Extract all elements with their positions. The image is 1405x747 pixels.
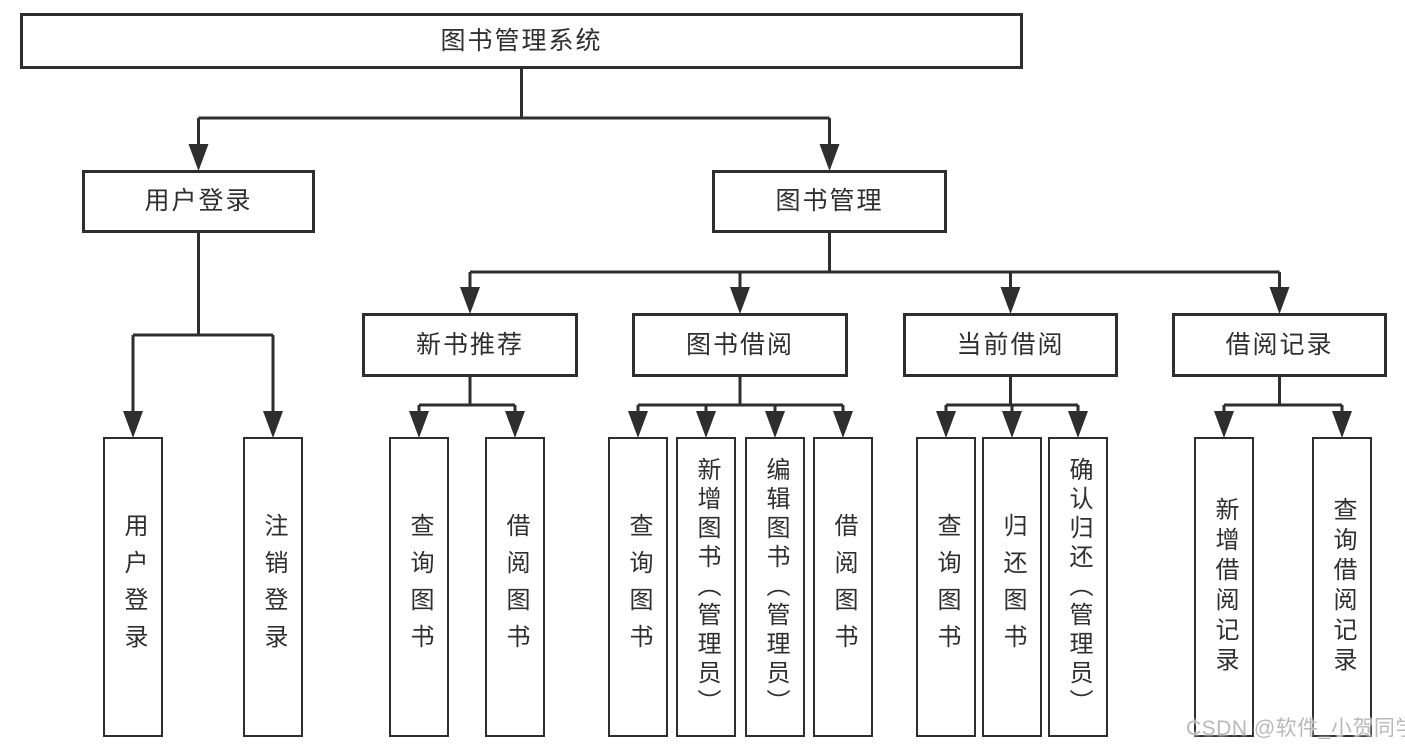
leaf-borrow-books-2-label: 借阅图书 xyxy=(830,513,857,661)
connector-book-borrow-group xyxy=(636,377,845,413)
arrow-to-leaf-query-borrow-record xyxy=(1332,411,1352,438)
leaf-query-books-1-label: 查询图书 xyxy=(406,513,433,661)
arrow-to-book-management xyxy=(819,144,840,171)
connector-user-login-group xyxy=(131,233,275,413)
node-root-label: 图书管理系统 xyxy=(440,26,603,55)
leaf-add-book-admin: 新增图书（管理员） xyxy=(676,437,736,737)
arrow-to-book-borrow xyxy=(730,287,750,314)
node-new-book-recommend: 新书推荐 xyxy=(362,313,578,377)
arrow-to-leaf-edit-book xyxy=(765,411,785,438)
leaf-add-book-admin-label: 新增图书（管理员） xyxy=(693,456,720,718)
node-book-management: 图书管理 xyxy=(712,170,947,233)
connector-new-book-recommend-group xyxy=(417,377,517,413)
connector-borrow-records-group xyxy=(1222,377,1344,413)
leaf-return-book: 归还图书 xyxy=(982,437,1042,737)
arrow-to-leaf-borrow-books-1 xyxy=(505,411,525,438)
node-current-borrow-label: 当前借阅 xyxy=(956,330,1065,359)
leaf-query-books-3-label: 查询图书 xyxy=(933,513,960,661)
leaf-query-books-2-label: 查询图书 xyxy=(625,513,652,661)
node-user-login: 用户登录 xyxy=(82,170,315,233)
node-user-login-label: 用户登录 xyxy=(144,187,253,215)
arrow-to-leaf-query-books-1 xyxy=(409,411,429,438)
arrow-to-leaf-logout xyxy=(263,411,283,438)
arrow-to-leaf-return-book xyxy=(1002,411,1022,438)
arrow-to-leaf-query-books-3 xyxy=(936,411,956,438)
connector-book-management-group xyxy=(468,233,1281,289)
leaf-query-books-3: 查询图书 xyxy=(916,437,976,737)
leaf-edit-book-admin: 编辑图书（管理员） xyxy=(745,437,805,737)
node-new-book-recommend-label: 新书推荐 xyxy=(415,330,524,359)
node-borrow-records-label: 借阅记录 xyxy=(1225,330,1334,359)
node-current-borrow: 当前借阅 xyxy=(903,313,1118,377)
leaf-logout: 注销登录 xyxy=(243,437,303,737)
leaf-logout-label: 注销登录 xyxy=(260,513,287,661)
leaf-borrow-books-2: 借阅图书 xyxy=(813,437,873,737)
arrow-to-user-login xyxy=(188,144,209,171)
arrow-to-borrow-records xyxy=(1269,287,1290,314)
arrow-to-new-book-recommend xyxy=(460,287,480,314)
leaf-add-borrow-record-label: 新增借阅记录 xyxy=(1211,497,1238,677)
arrow-to-current-borrow xyxy=(1000,287,1021,314)
leaf-add-borrow-record: 新增借阅记录 xyxy=(1194,437,1254,737)
node-book-borrow-label: 图书借阅 xyxy=(685,330,794,359)
leaf-user-login-label: 用户登录 xyxy=(120,513,147,661)
arrow-to-leaf-confirm-return xyxy=(1068,411,1088,438)
leaf-borrow-books-1-label: 借阅图书 xyxy=(502,513,529,661)
leaf-query-borrow-record: 查询借阅记录 xyxy=(1312,437,1372,737)
watermark: CSDN @软件_小贺同学 xyxy=(1186,717,1405,740)
node-book-management-label: 图书管理 xyxy=(775,187,884,215)
leaf-query-books-2: 查询图书 xyxy=(608,437,668,737)
node-book-borrow: 图书借阅 xyxy=(632,313,848,377)
arrow-to-leaf-borrow-books-2 xyxy=(833,411,853,438)
arrow-to-leaf-add-borrow-record xyxy=(1214,411,1234,438)
leaf-borrow-books-1: 借阅图书 xyxy=(485,437,545,737)
leaf-return-book-label: 归还图书 xyxy=(999,513,1026,661)
leaf-edit-book-admin-label: 编辑图书（管理员） xyxy=(762,456,789,718)
connector-current-borrow-group xyxy=(944,377,1080,413)
leaf-confirm-return-admin-label: 确认归还（管理员） xyxy=(1065,456,1092,718)
arrow-to-leaf-query-books-2 xyxy=(628,411,648,438)
leaf-confirm-return-admin: 确认归还（管理员） xyxy=(1048,437,1108,737)
leaf-user-login: 用户登录 xyxy=(103,437,163,737)
node-root: 图书管理系统 xyxy=(20,13,1023,69)
leaf-query-books-1: 查询图书 xyxy=(389,437,449,737)
arrow-to-leaf-user-login xyxy=(123,411,143,438)
arrow-to-leaf-add-book xyxy=(696,411,716,438)
node-borrow-records: 借阅记录 xyxy=(1172,313,1387,377)
leaf-query-borrow-record-label: 查询借阅记录 xyxy=(1329,497,1356,677)
connector-root-to-level2 xyxy=(197,68,831,147)
